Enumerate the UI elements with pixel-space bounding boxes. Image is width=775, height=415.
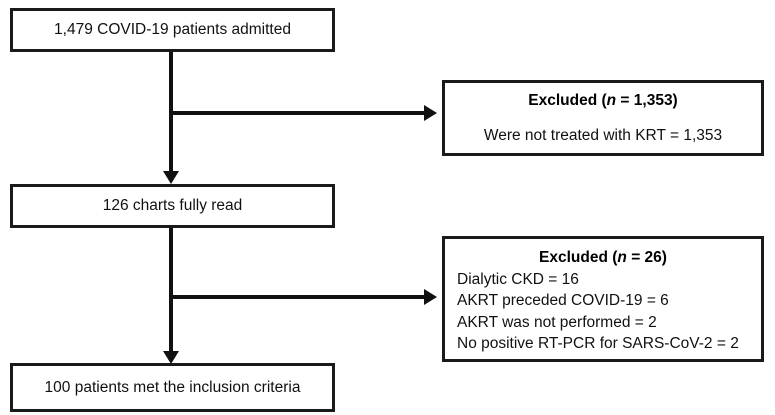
- node-excluded-2-title: Excluded (n = 26): [445, 249, 761, 267]
- node-excluded-2: Excluded (n = 26) Dialytic CKD = 16 AKRT…: [442, 236, 764, 362]
- excluded-2-title-suffix: = 26): [626, 249, 667, 266]
- node-excluded-1: Excluded (n = 1,353) Were not treated wi…: [442, 80, 764, 156]
- arrowhead-into-excluded-1: [424, 105, 437, 121]
- node-excluded-1-title: Excluded (n = 1,353): [528, 92, 677, 110]
- excluded-1-title-prefix: Excluded (: [528, 91, 607, 109]
- list-item: No positive RT-PCR for SARS-CoV-2 = 2: [457, 335, 739, 353]
- arrowhead-into-included: [163, 351, 179, 364]
- connector-branch-excluded-1: [169, 111, 424, 115]
- list-item: Dialytic CKD = 16: [457, 271, 579, 288]
- excluded-1-title-n: n: [606, 91, 617, 109]
- node-patients-admitted: 1,479 COVID-19 patients admitted: [10, 8, 335, 52]
- node-inclusion-criteria-met-label: 100 patients met the inclusion criteria: [44, 378, 301, 396]
- excluded-2-title-n: n: [617, 249, 627, 266]
- arrowhead-into-charts: [163, 171, 179, 184]
- node-patients-admitted-label: 1,479 COVID-19 patients admitted: [54, 21, 291, 39]
- connector-charts-to-included: [169, 228, 173, 351]
- list-item: AKRT was not performed = 2: [457, 313, 657, 331]
- excluded-1-title-suffix: = 1,353): [616, 91, 678, 109]
- node-charts-fully-read-label: 126 charts fully read: [102, 197, 243, 215]
- node-inclusion-criteria-met: 100 patients met the inclusion criteria: [10, 363, 335, 412]
- node-excluded-1-detail: Were not treated with KRT = 1,353: [483, 126, 723, 144]
- excluded-2-title-prefix: Excluded (: [539, 249, 618, 266]
- list-item: AKRT preceded COVID-19 = 6: [457, 292, 669, 310]
- node-charts-fully-read: 126 charts fully read: [10, 184, 335, 228]
- connector-branch-excluded-2: [169, 295, 424, 299]
- node-excluded-2-reason-list: Dialytic CKD = 16 AKRT preceded COVID-19…: [445, 269, 761, 355]
- arrowhead-into-excluded-2: [424, 289, 437, 305]
